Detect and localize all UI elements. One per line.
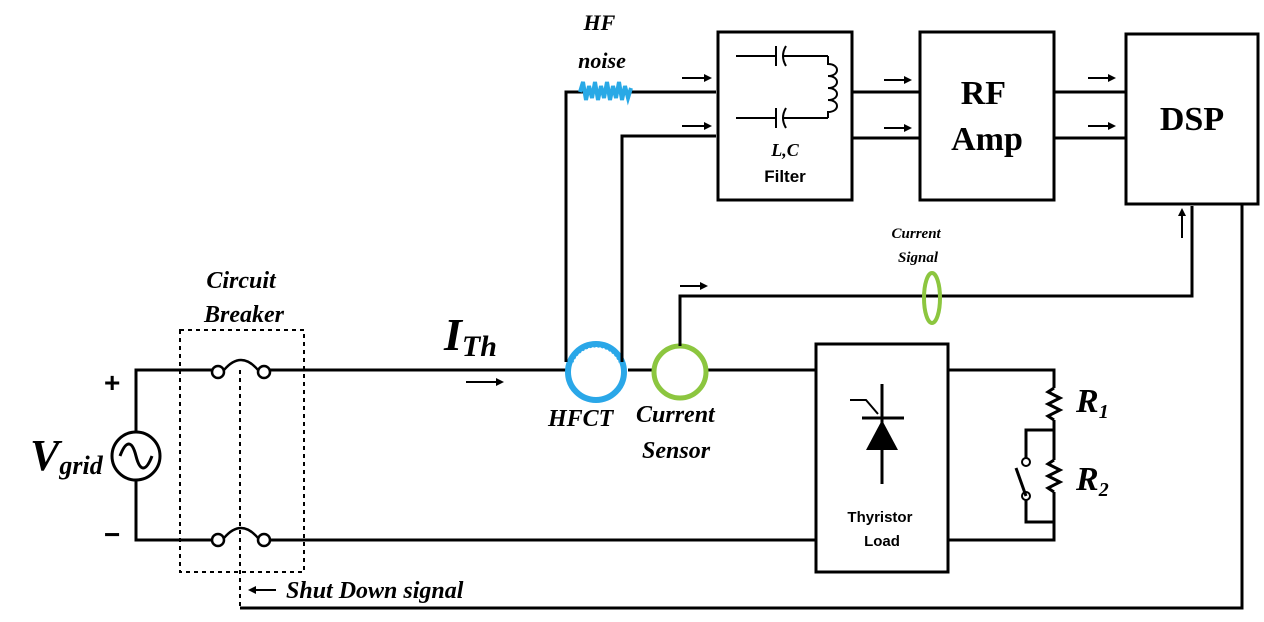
hf-noise-burst [578, 81, 633, 106]
plus-label: + [104, 367, 120, 398]
r1-label: R1 [1075, 383, 1109, 423]
rf-amp-label: RF Amp [951, 75, 1023, 158]
current-sensor-ring [651, 343, 709, 401]
hfct-label: HFCT [547, 406, 615, 432]
main-wiring [134, 368, 1056, 542]
hfct-lead-1 [564, 90, 716, 362]
r2-label: R2 [1075, 461, 1109, 501]
hfct-ring [565, 341, 627, 403]
dsp-label: DSP [1160, 101, 1224, 138]
filter-input-arrows [682, 74, 712, 130]
shutdown-arrow [248, 586, 276, 594]
lc-filter-circuit [736, 45, 838, 129]
rfamp-input-arrows [884, 76, 912, 132]
bypass-switch [1014, 428, 1054, 524]
current-ith-label: ITh [443, 309, 497, 363]
ac-source [110, 430, 162, 482]
current-signal-arrows [680, 208, 1186, 290]
resistor-r2 [1044, 458, 1064, 494]
shutdown-wire [240, 204, 1244, 610]
resistor-r1 [1044, 386, 1064, 422]
current-signal-ring [922, 271, 942, 325]
current-sensor-label: Current Sensor [636, 402, 721, 464]
thyristor-symbol [850, 384, 904, 484]
lc-filter-block [716, 30, 854, 202]
minus-label: − [104, 519, 120, 550]
dsp-block [1124, 32, 1260, 206]
filter-label: Filter [764, 167, 806, 186]
filter-lc-label: L,C [770, 140, 799, 160]
circuit-breaker [179, 329, 305, 606]
dsp-input-arrows [1088, 74, 1116, 130]
current-signal-label: Current Signal [892, 226, 945, 266]
hfct-lead-2 [620, 134, 716, 362]
current-direction-arrow [466, 378, 504, 386]
circuit-breaker-label: Circuit Breaker [203, 268, 285, 328]
shutdown-label: Shut Down signal [286, 578, 464, 604]
hf-noise-label: HF noise [578, 10, 626, 73]
current-signal-wire [678, 206, 1194, 346]
thyristor-load-label: Thyristor Load [847, 509, 916, 550]
rf-amp-block [918, 30, 1056, 202]
vgrid-label: Vgrid [30, 431, 104, 480]
